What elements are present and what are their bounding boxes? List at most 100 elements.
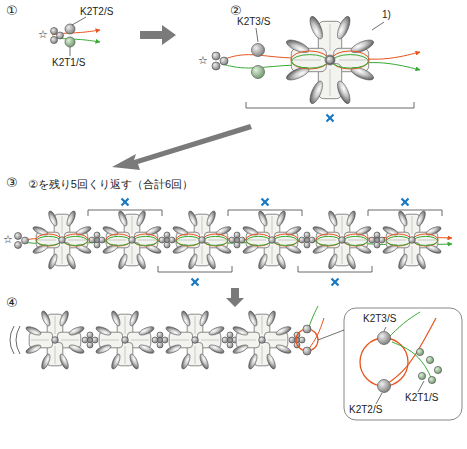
- bead: [374, 232, 380, 238]
- repeat-mark: [402, 199, 409, 206]
- bead: [157, 342, 163, 348]
- bead: [89, 237, 95, 243]
- bead: [299, 337, 305, 343]
- bead: [164, 242, 170, 248]
- bead: [378, 332, 391, 345]
- bead: [228, 338, 233, 343]
- bead: [428, 376, 435, 383]
- bead: [95, 238, 100, 243]
- repeat-bracket: [158, 266, 232, 272]
- leader-line: [318, 330, 344, 340]
- bead: [295, 338, 300, 343]
- part-code: K2T3/S: [236, 16, 271, 27]
- bead: [379, 237, 385, 243]
- bead: [165, 238, 170, 243]
- part-code: K2T2/S: [348, 404, 383, 415]
- step-number: ④: [6, 296, 18, 310]
- flower-motif: [232, 310, 292, 370]
- bead: [235, 238, 240, 243]
- thread-path: [392, 342, 432, 380]
- bead: [162, 337, 168, 343]
- bead: [157, 332, 163, 338]
- repeat-bracket: [246, 102, 414, 108]
- flower-motif: [285, 15, 376, 106]
- bead: [94, 242, 100, 248]
- flower-motif: [32, 210, 92, 270]
- bead: [239, 237, 245, 243]
- flower-motif: [312, 210, 372, 270]
- bead: [51, 28, 58, 35]
- bead: [418, 372, 425, 379]
- bead: [229, 237, 235, 243]
- flower-motif: [95, 310, 155, 370]
- bead: [212, 52, 220, 60]
- bead: [378, 380, 391, 393]
- bead: [303, 347, 311, 355]
- bead: [212, 62, 220, 70]
- bead: [234, 242, 240, 248]
- step-number: ①: [6, 4, 18, 18]
- bead: [88, 338, 93, 343]
- bead: [65, 37, 75, 47]
- part-code: K2T2/S: [80, 6, 113, 17]
- bead: [304, 242, 310, 248]
- bead: [305, 238, 310, 243]
- bead: [169, 237, 175, 243]
- zoom-frame: [344, 308, 462, 420]
- start-mark: ☆: [3, 233, 13, 245]
- break-mark: [10, 326, 20, 354]
- step-arrow: [226, 288, 244, 307]
- flower-motif: [382, 210, 442, 270]
- bead: [252, 66, 265, 79]
- bead: [158, 338, 163, 343]
- step-arrow: [140, 25, 176, 45]
- leader-line: [70, 47, 71, 56]
- bead: [92, 337, 98, 343]
- part-code: K2T3/S: [362, 313, 397, 324]
- callout-number: 1): [382, 9, 391, 20]
- repeat-bracket: [298, 266, 372, 272]
- repeat-bracket: [228, 210, 302, 216]
- bead: [22, 237, 29, 244]
- bead: [375, 238, 380, 243]
- flower-motif: [242, 210, 302, 270]
- bead: [369, 237, 375, 243]
- bead: [234, 232, 240, 238]
- flower-motif: [102, 210, 162, 270]
- leader-line: [384, 327, 386, 331]
- bead: [434, 366, 441, 373]
- leader-line: [72, 17, 86, 25]
- bead: [227, 332, 233, 338]
- flower-motif: [25, 310, 85, 370]
- bead: [374, 242, 380, 248]
- bead: [159, 237, 165, 243]
- repeat-bracket: [368, 210, 442, 216]
- leader-line: [376, 393, 382, 404]
- bead: [152, 337, 158, 343]
- bead: [222, 337, 228, 343]
- bead: [94, 232, 100, 238]
- part-code: K2T1/S: [404, 392, 439, 403]
- leader-line: [256, 28, 258, 42]
- bead: [227, 342, 233, 348]
- repeat-mark: [332, 279, 339, 286]
- bead: [304, 232, 310, 238]
- flower-motif: [172, 210, 232, 270]
- repeat-mark: [327, 115, 334, 122]
- repeat-mark: [122, 199, 129, 206]
- part-code: K2T1/S: [52, 57, 85, 68]
- bead: [326, 56, 334, 64]
- repeat-mark: [192, 279, 199, 286]
- bead: [303, 325, 311, 333]
- bead: [309, 237, 315, 243]
- repeat-bracket: [88, 210, 162, 216]
- leader-line: [418, 381, 424, 392]
- bead: [15, 242, 22, 249]
- start-mark: ☆: [38, 28, 48, 40]
- bead: [252, 44, 265, 57]
- bead: [57, 32, 64, 39]
- bead: [87, 342, 93, 348]
- repeat-mark: [262, 199, 269, 206]
- step-number: ③: [6, 176, 18, 190]
